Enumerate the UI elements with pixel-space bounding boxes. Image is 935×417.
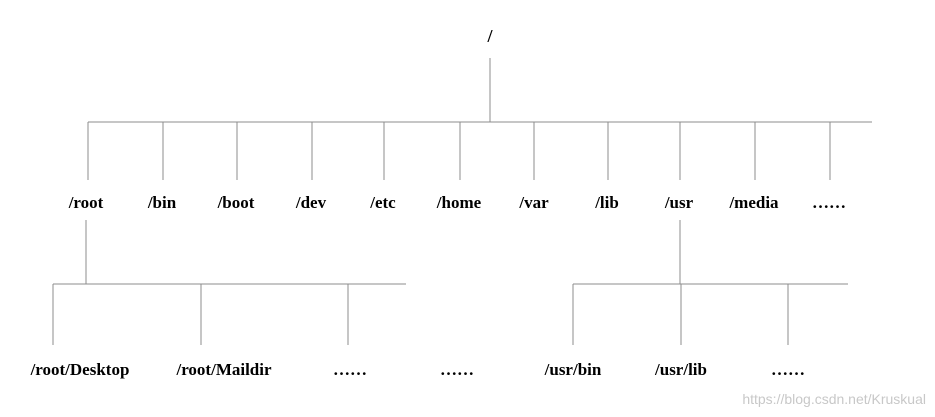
node-usr-lib: /usr/lib (654, 360, 707, 379)
watermark-text: https://blog.csdn.net/Kruskual (742, 391, 926, 407)
node-var-dir: /var (518, 193, 549, 212)
node-usr-dir: /usr (664, 193, 694, 212)
node-dev-dir: /dev (295, 193, 327, 212)
node-root-more-1: …… (333, 360, 367, 379)
node-usr-more: …… (771, 360, 805, 379)
node-home-dir: /home (436, 193, 482, 212)
node-root-slash: / (486, 26, 493, 46)
node-more-level1: …… (812, 193, 846, 212)
node-media-dir: /media (728, 193, 779, 212)
node-boot-dir: /boot (217, 193, 255, 212)
node-root-dir: /root (68, 193, 104, 212)
node-root-maildir: /root/Maildir (175, 360, 272, 379)
node-lib-dir: /lib (594, 193, 619, 212)
node-etc-dir: /etc (369, 193, 396, 212)
node-bin-dir: /bin (147, 193, 177, 212)
node-root-desktop: /root/Desktop (30, 360, 130, 379)
node-usr-bin: /usr/bin (544, 360, 602, 379)
node-root-more-2: …… (440, 360, 474, 379)
